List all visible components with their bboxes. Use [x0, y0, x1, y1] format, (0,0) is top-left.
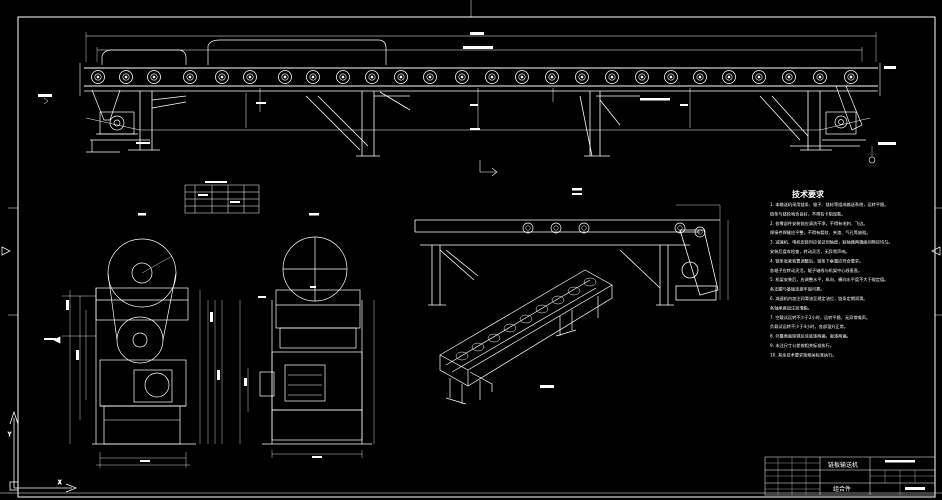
notes-line: 6. 减速机内加注润滑油至规定油位，链条定期润滑。: [770, 295, 867, 302]
drawing-name: 链板输送机: [828, 461, 858, 469]
title-block: 链板输送机 组合件: [764, 456, 936, 496]
notes-line: 2. 各零部件安装前应清洗干净，不得有毛刺、飞边。: [770, 220, 867, 227]
notes-line: 各轴承座加注润滑脂。: [770, 304, 812, 311]
svg-text:Y: Y: [7, 432, 12, 438]
notes-line: 3. 减速机、电机安装时应保证同轴度，联轴器两端面间隙应均匀。: [770, 239, 893, 246]
notes-line: 安装后盘车检查，转动灵活，无异常声响。: [770, 248, 850, 255]
conveyor-side-elevation: [38, 32, 896, 177]
tail-section-elevation: [414, 188, 729, 306]
notes-line: 5. 机架安装后，应调整水平，纵向、横向水平度不大于规定值。: [770, 276, 888, 283]
notes-line: 4. 链条张紧装置调整后，链条下垂量应符合要求。: [770, 257, 863, 264]
notes-title: 技术要求: [792, 189, 825, 199]
parts-table: [184, 181, 260, 214]
notes-line: 各辊子应转动灵活，辊子轴线与机架中心线垂直。: [770, 267, 862, 274]
notes-line: 9. 未注尺寸公差按相关标准执行。: [770, 342, 834, 349]
drive-unit-front-view: [44, 213, 223, 468]
notes-line: 链条与链轮啮合良好，不得有卡阻现象。: [770, 210, 845, 217]
notes-line: 各支腿与基础连接牢固可靠。: [770, 286, 824, 293]
notes-lines: 1. 本输送机采用链条、辊子、链轮等组成输送系统，运转平稳。 链条与链轮啮合良好…: [770, 201, 893, 358]
technical-notes: 技术要求 1. 本输送机采用链条、辊子、链轮等组成输送系统，运转平稳。 链条与链…: [770, 189, 893, 358]
svg-text:X: X: [58, 480, 62, 486]
drawing-material: 组合件: [833, 485, 851, 493]
notes-line: 8. 外露表面除锈后涂底漆两遍，面漆两遍。: [770, 333, 851, 340]
drive-unit-side-view: [239, 213, 375, 458]
notes-line: 1. 本输送机采用链条、辊子、链轮等组成输送系统，运转平稳。: [770, 201, 888, 208]
ucs-axis-icon: Y X: [7, 410, 78, 493]
notes-line: 焊接件焊缝应平整，不得有裂纹、夹渣、气孔等缺陷。: [770, 229, 871, 236]
notes-line: 10. 其余技术要求按相关标准执行。: [770, 351, 837, 358]
notes-line: 7. 空载试运转不少于2小时，运转平稳，无异常噪声。: [770, 314, 870, 321]
isometric-view: [439, 269, 613, 405]
notes-line: 负载试运转不少于4小时，各部温升正常。: [770, 323, 848, 330]
